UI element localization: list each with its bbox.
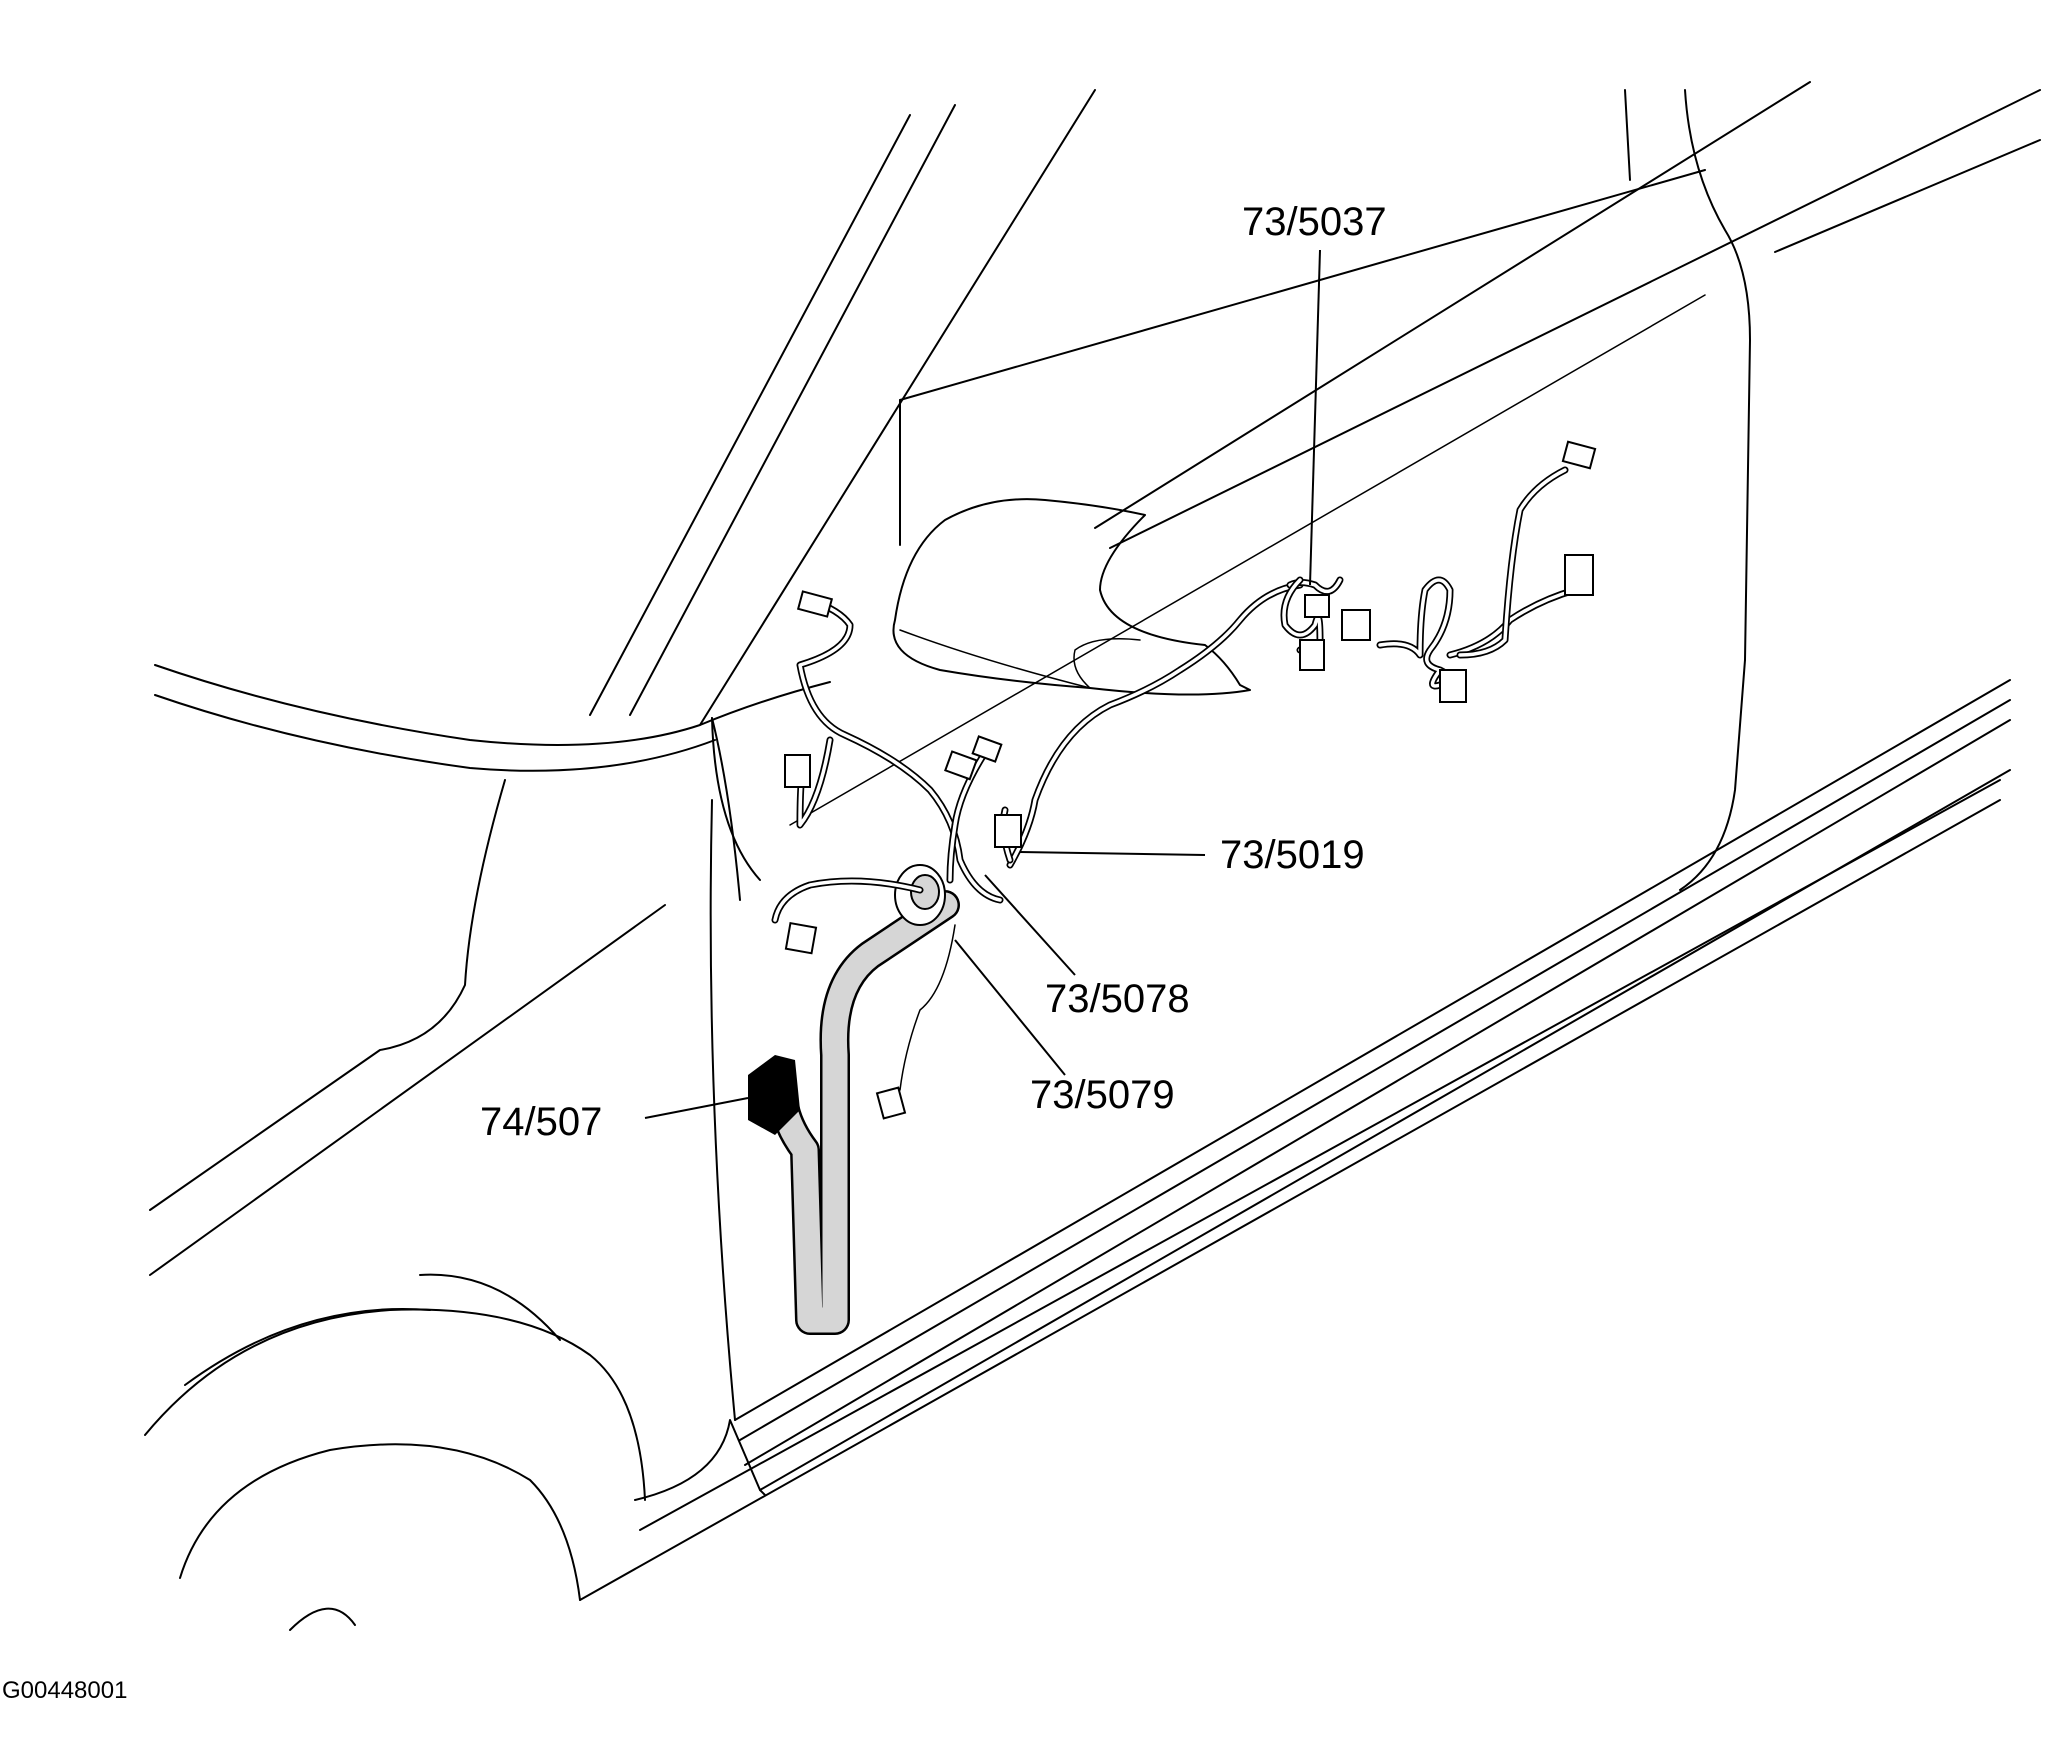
callout-73-5019: 73/5019 <box>1220 833 1365 877</box>
wiring-hose <box>770 864 960 1335</box>
car-body-outline <box>144 81 2041 1631</box>
wire-coils <box>1280 466 1579 690</box>
small-connectors <box>784 440 1597 1120</box>
callout-74-507: 74/507 <box>480 1100 602 1144</box>
side-mirror <box>892 498 1251 696</box>
callout-73-5078: 73/5078 <box>1045 977 1190 1021</box>
figure-code: G00448001 <box>2 1677 127 1704</box>
callout-73-5037: 73/5037 <box>1242 200 1387 244</box>
connector-74-507 <box>748 1055 800 1135</box>
door-trim-line <box>789 294 1706 826</box>
leader-lines <box>644 249 1321 1119</box>
callout-73-5079: 73/5079 <box>1030 1073 1175 1117</box>
